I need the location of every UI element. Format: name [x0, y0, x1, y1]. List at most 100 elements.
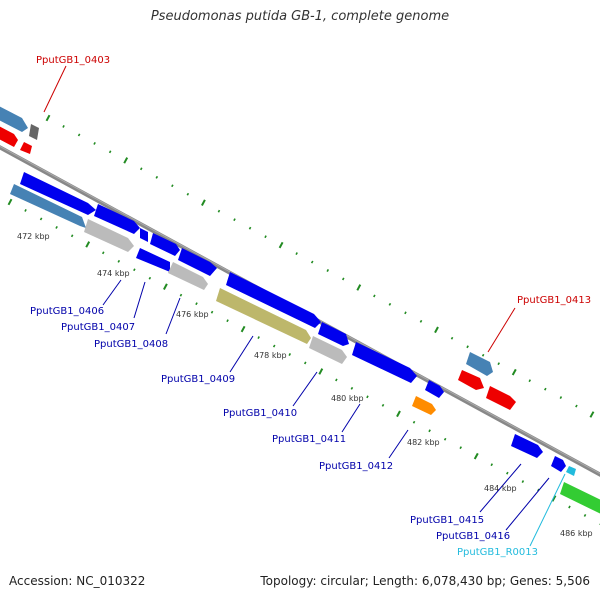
- gene-gray-0407[interactable]: [168, 262, 208, 290]
- gene-blue-1[interactable]: [20, 172, 96, 215]
- label-PputGB1_0408[interactable]: PputGB1_0408: [94, 339, 168, 350]
- gene-red-0413[interactable]: [458, 370, 484, 390]
- minor-tick: [466, 345, 469, 349]
- leader-0403: [43, 65, 67, 113]
- gene-blue-small-1[interactable]: [140, 228, 148, 242]
- major-tick: [7, 198, 13, 206]
- gene-green-rrna[interactable]: [560, 482, 600, 516]
- gene-khaki-0408[interactable]: [216, 288, 311, 344]
- scale-label: 482 kbp: [407, 438, 440, 447]
- gene-blue-small-0412[interactable]: [425, 380, 444, 398]
- label-PputGB1_0413[interactable]: PputGB1_0413: [517, 295, 591, 306]
- leader-0410: [292, 371, 318, 407]
- gene-red-0414[interactable]: [486, 386, 516, 410]
- minor-tick: [568, 505, 571, 509]
- gene-steelblue-1[interactable]: [10, 184, 86, 228]
- label-PputGB1_0410[interactable]: PputGB1_0410: [223, 408, 297, 419]
- scale-label: 472 kbp: [17, 232, 50, 241]
- minor-tick: [521, 480, 525, 483]
- leader-0411: [341, 403, 361, 433]
- major-tick: [45, 114, 51, 122]
- minor-tick: [428, 429, 431, 433]
- gene-gray-0403[interactable]: [29, 124, 39, 140]
- minor-tick: [459, 446, 462, 450]
- major-tick: [396, 410, 401, 418]
- minor-tick: [210, 310, 214, 314]
- gene-steelblue-0402[interactable]: [0, 104, 28, 132]
- gene-blue-5[interactable]: [318, 322, 349, 346]
- feature-set-top-left: [0, 104, 39, 154]
- label-PputGB1_0412[interactable]: PputGB1_0412: [319, 461, 393, 472]
- gene-blue-3[interactable]: [150, 233, 180, 256]
- minor-tick: [171, 184, 174, 188]
- gene-blue-0409[interactable]: [226, 272, 321, 328]
- gene-red-0404[interactable]: [0, 124, 18, 147]
- minor-tick: [257, 336, 260, 339]
- leader-0412: [388, 429, 409, 459]
- minor-tick: [544, 387, 547, 391]
- leader-0413: [487, 307, 516, 353]
- gene-blue-4[interactable]: [178, 248, 217, 276]
- gene-labels: PputGB1_0403 PputGB1_0406 PputGB1_0407 P…: [30, 55, 591, 558]
- major-tick: [589, 411, 595, 418]
- gene-blue-0406[interactable]: [136, 248, 170, 272]
- minor-tick: [179, 293, 183, 297]
- label-PputGB1_0415[interactable]: PputGB1_0415: [410, 515, 484, 526]
- outer-tick-ring: [45, 114, 595, 418]
- major-tick: [473, 452, 479, 460]
- minor-tick: [139, 167, 143, 171]
- minor-tick: [303, 361, 307, 365]
- feature-set-right: [458, 352, 600, 516]
- minor-tick: [381, 403, 385, 407]
- label-PputGB1_0416[interactable]: PputGB1_0416: [436, 531, 510, 542]
- leader-0409: [229, 335, 254, 373]
- gene-gray-0410[interactable]: [309, 336, 347, 364]
- gene-red-small-0405[interactable]: [20, 142, 32, 154]
- minor-tick: [326, 269, 330, 272]
- scale-label: 476 kbp: [176, 310, 209, 319]
- minor-tick: [62, 125, 65, 128]
- minor-tick: [272, 344, 276, 348]
- label-PputGB1_0411[interactable]: PputGB1_0411: [272, 434, 346, 445]
- major-tick: [511, 368, 517, 376]
- minor-tick: [133, 268, 136, 272]
- major-tick: [240, 325, 246, 333]
- gene-cyan-R0013[interactable]: [566, 466, 576, 476]
- label-PputGB1_0406[interactable]: PputGB1_0406: [30, 306, 104, 317]
- feature-set-middle: [10, 172, 444, 415]
- gene-gray-1[interactable]: [84, 219, 134, 252]
- gene-orange-0412[interactable]: [412, 396, 436, 415]
- gene-blue-0415[interactable]: [511, 434, 543, 458]
- gene-steelblue-0413[interactable]: [466, 352, 493, 376]
- leader-R0013: [529, 473, 566, 547]
- minor-tick: [148, 276, 152, 280]
- minor-tick: [341, 277, 345, 281]
- minor-tick: [443, 437, 447, 441]
- major-tick: [356, 284, 362, 291]
- major-tick: [278, 241, 284, 249]
- label-PputGB1_0407[interactable]: PputGB1_0407: [61, 322, 135, 333]
- leader-0408: [165, 297, 181, 335]
- minor-tick: [388, 302, 392, 306]
- minor-tick: [559, 396, 563, 399]
- gene-blue-0411[interactable]: [352, 342, 417, 383]
- minor-tick: [373, 294, 376, 298]
- leader-0415: [479, 463, 522, 513]
- minor-tick: [450, 336, 454, 340]
- minor-tick: [248, 226, 252, 230]
- minor-tick: [77, 133, 81, 137]
- scale-labels: 472 kbp 474 kbp 476 kbp 478 kbp 480 kbp …: [17, 232, 593, 538]
- minor-tick: [155, 175, 159, 179]
- label-PputGB1_R0013[interactable]: PputGB1_R0013: [457, 547, 538, 558]
- gene-blue-0416[interactable]: [551, 456, 566, 472]
- minor-tick: [195, 302, 198, 306]
- label-PputGB1_0409[interactable]: PputGB1_0409: [161, 374, 235, 385]
- minor-tick: [108, 150, 112, 154]
- minor-tick: [583, 514, 587, 517]
- major-tick: [123, 157, 129, 164]
- gene-blue-2[interactable]: [94, 204, 140, 234]
- minor-tick: [233, 218, 236, 222]
- label-PputGB1_0403[interactable]: PputGB1_0403: [36, 55, 110, 66]
- scale-label: 480 kbp: [331, 394, 364, 403]
